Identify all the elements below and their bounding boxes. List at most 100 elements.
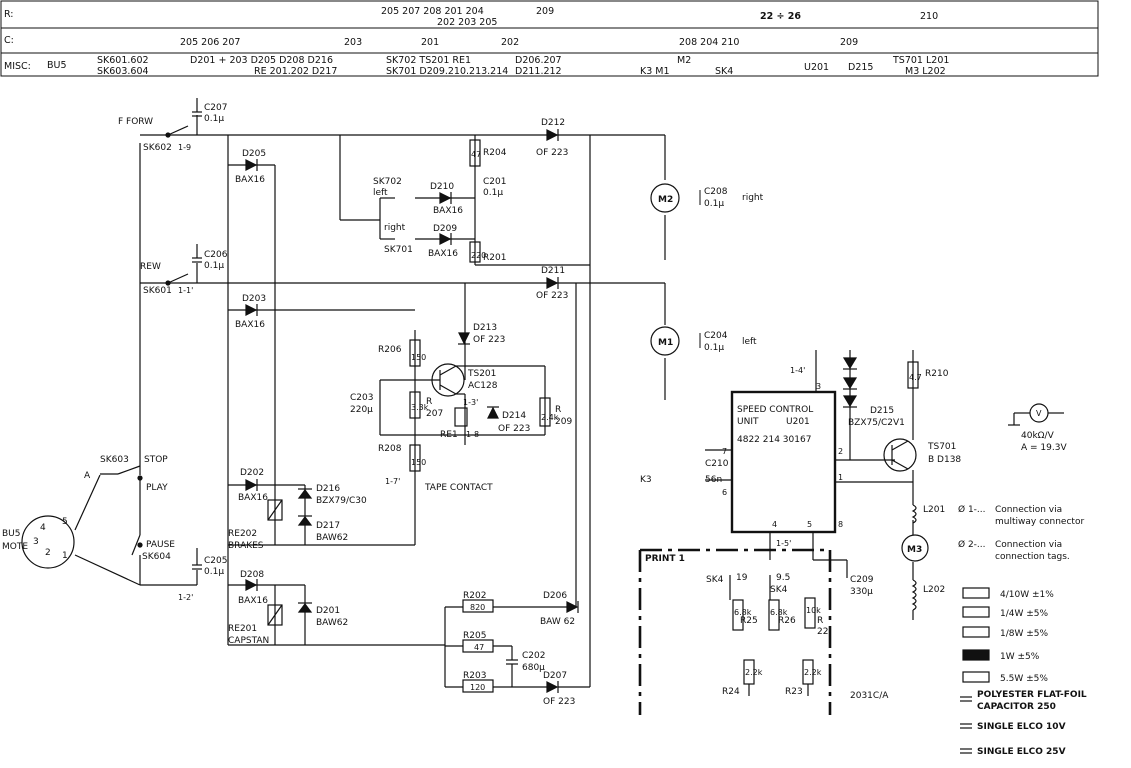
legend-conn1-symbol: Ø 1-... <box>958 504 986 515</box>
d217-label: D217 <box>316 521 340 531</box>
legend-res: 4/10W ±1% <box>1000 590 1054 600</box>
legend-conn2-symbol: Ø 2-... <box>958 539 986 550</box>
header-misc-item: D201 + 203 D205 D208 D216 <box>190 55 333 66</box>
re202-label: RE202 <box>228 529 257 539</box>
print1-label: PRINT 1 <box>645 554 685 564</box>
legend-cap1b: CAPACITOR 250 <box>977 702 1056 712</box>
r202-value: 820 <box>470 603 485 612</box>
f-forw-label: F FORW <box>118 117 153 127</box>
u201-label: U201 <box>786 417 810 427</box>
re1-label: RE1 <box>440 430 458 440</box>
switch-a-label: A <box>84 471 91 481</box>
switch-symbols <box>100 125 189 556</box>
r206-label: R206 <box>378 345 402 355</box>
l202-label: L202 <box>923 585 945 595</box>
ts701-label: TS701 <box>927 442 956 452</box>
c202-label: C202 <box>522 651 545 661</box>
r203-label: R203 <box>463 671 486 681</box>
d212-label: D212 <box>541 118 565 128</box>
header-misc-item: SK701 D209.210.213.214 <box>386 66 508 77</box>
c201-value: 0.1µ <box>483 188 503 198</box>
legend-cap2: SINGLE ELCO 10V <box>977 722 1066 732</box>
header-c-item: 203 <box>344 37 362 48</box>
r204-value: 47 <box>471 150 481 159</box>
bu5-connector <box>21 474 141 586</box>
r26-value: 6.8k <box>770 608 788 617</box>
header-misc-item: TS701 L201 <box>892 55 949 66</box>
pin-label: 2 <box>45 548 51 558</box>
c204-label: C204 <box>704 331 728 341</box>
middle-wiring <box>339 134 666 687</box>
r24-value: 2.2k <box>745 668 763 677</box>
m1-label: M1 <box>658 338 673 348</box>
brakes-label: BRAKES <box>228 541 264 551</box>
pin-number: 6 <box>722 488 727 497</box>
header-r-item: 209 <box>536 6 554 17</box>
pin-label: 1 <box>62 551 68 561</box>
rew-label: REW <box>140 262 161 272</box>
tape-contact-pos: 1-7' <box>385 477 400 486</box>
pin-number: 2 <box>838 447 843 456</box>
d202-label: D202 <box>240 468 264 478</box>
sk701-label: SK701 <box>384 245 413 255</box>
d211-label: D211 <box>541 266 565 276</box>
pin-number: 7 <box>722 447 727 456</box>
meter-spec1: 40kΩ/V <box>1021 431 1055 441</box>
d214-type: OF 223 <box>498 424 530 434</box>
sk604-pos: 1-2' <box>178 593 193 602</box>
d202-type: BAX16 <box>238 493 268 503</box>
stop-label: STOP <box>144 455 168 465</box>
meter-v: V <box>1036 409 1042 418</box>
r209-number: 209 <box>555 417 572 427</box>
c203-value: 220µ <box>350 405 373 415</box>
header-r-item: 202 203 205 <box>437 17 497 28</box>
d208-type: BAX16 <box>238 596 268 606</box>
r210-label: R210 <box>925 369 949 379</box>
pin-label: 4 <box>40 523 46 533</box>
r24-label: R24 <box>722 687 740 697</box>
ts701-type: B D138 <box>928 455 961 465</box>
m2-label: M2 <box>658 195 673 205</box>
c205-value: 0.1µ <box>204 567 224 577</box>
pin-label: 3 <box>33 537 39 547</box>
d212-type: OF 223 <box>536 148 568 158</box>
legend-symbols <box>960 587 990 754</box>
ts201-label: TS201 <box>467 369 496 379</box>
d205-label: D205 <box>242 149 266 159</box>
d215-label: D215 <box>870 406 894 416</box>
sk4b-label: SK4 <box>770 585 788 595</box>
re1-pos2: 1-8 <box>466 430 479 439</box>
sk701-right: right <box>384 223 406 233</box>
c210-label: C210 <box>705 459 729 469</box>
capacitors-left <box>192 98 202 570</box>
re1-pos: 1-3' <box>463 398 478 407</box>
sp-pos: 1-4' <box>790 366 805 375</box>
d216-type: BZX79/C30 <box>316 496 367 506</box>
m2-right: right <box>742 193 764 203</box>
c206-label: C206 <box>204 250 228 260</box>
re201-label: RE201 <box>228 624 257 634</box>
print-box <box>638 548 832 715</box>
m3-label: M3 <box>907 545 922 555</box>
r22-value: 10k <box>806 606 821 615</box>
d206-type: BAW 62 <box>540 617 575 627</box>
r202-label: R202 <box>463 591 486 601</box>
c209-value: 330µ <box>850 587 873 597</box>
legend-res: 1/8W ±5% <box>1000 629 1049 639</box>
d206-label: D206 <box>543 591 567 601</box>
print-pos: 1-5' <box>776 539 791 548</box>
header-misc-label: MISC: <box>4 61 31 72</box>
header-r-item: 22 ÷ 26 <box>760 11 801 22</box>
speed-control-unit: UNIT <box>737 417 759 427</box>
header-c-label: C: <box>4 35 14 46</box>
legend-conn1b: multiway connector <box>995 517 1084 527</box>
c202-value: 680µ <box>522 663 545 673</box>
r206-value: 150 <box>411 353 426 362</box>
d213-label: D213 <box>473 323 497 333</box>
pin-number: 3 <box>816 382 821 391</box>
r22-label: R <box>817 616 823 626</box>
r207-number: 207 <box>426 409 443 419</box>
ts701-symbol <box>883 438 917 472</box>
d217-type: BAW62 <box>316 533 348 543</box>
